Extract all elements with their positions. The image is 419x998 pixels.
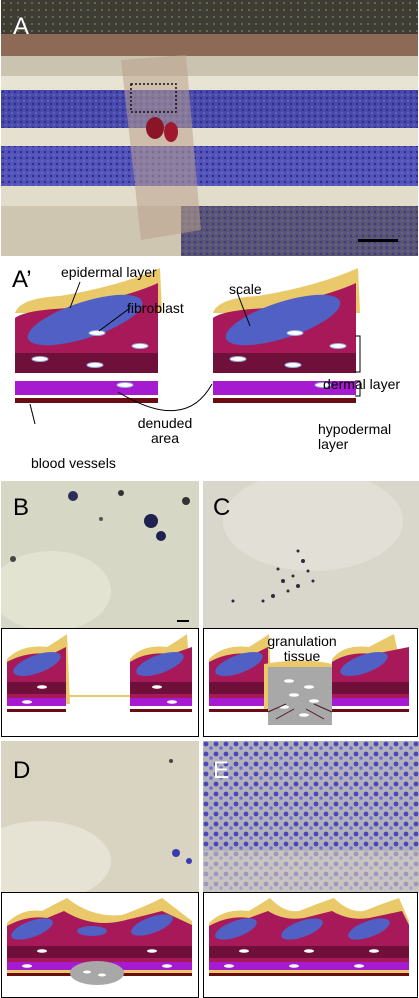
panel-e-photo (203, 741, 419, 893)
panel-c-diagram: granulation tissue (203, 628, 418, 737)
panel-d: D (1, 741, 199, 998)
label-epidermal-layer: epidermal layer (61, 264, 157, 280)
schematic-a-prime (15, 268, 361, 425)
panel-d-photo (1, 741, 199, 893)
panel-d-diagram (1, 892, 199, 998)
panel-b-photo (1, 481, 199, 629)
panel-e-diagram (203, 892, 418, 998)
label-scale: scale (229, 281, 262, 297)
panel-c: C gra (203, 481, 419, 737)
panel-label-a-prime: A’ (12, 266, 32, 293)
panel-label-b: B (13, 494, 30, 521)
panel-b-diagram (1, 628, 199, 737)
label-blood-vessels: blood vessels (31, 455, 116, 471)
label-granulation-tissue: granulation tissue (267, 633, 337, 664)
label-hypodermal-layer: hypodermal layer (318, 421, 392, 452)
panel-b: B (1, 481, 199, 737)
panel-c-photo (203, 481, 419, 629)
panel-label-e: E (213, 757, 230, 784)
label-fibroblast: fibroblast (127, 300, 184, 316)
panel-a-prime: A’ epidermal layer fibroblast scale derm… (0, 258, 419, 472)
label-denuded-area: denuded area (137, 415, 193, 446)
panel-label-d: D (13, 757, 31, 784)
label-dermal-layer: dermal layer (323, 376, 401, 392)
panel-a-photo: A (1, 0, 418, 256)
panel-label-c: C (213, 494, 231, 521)
panel-label-a: A (13, 13, 30, 40)
panel-e: E (203, 741, 419, 998)
